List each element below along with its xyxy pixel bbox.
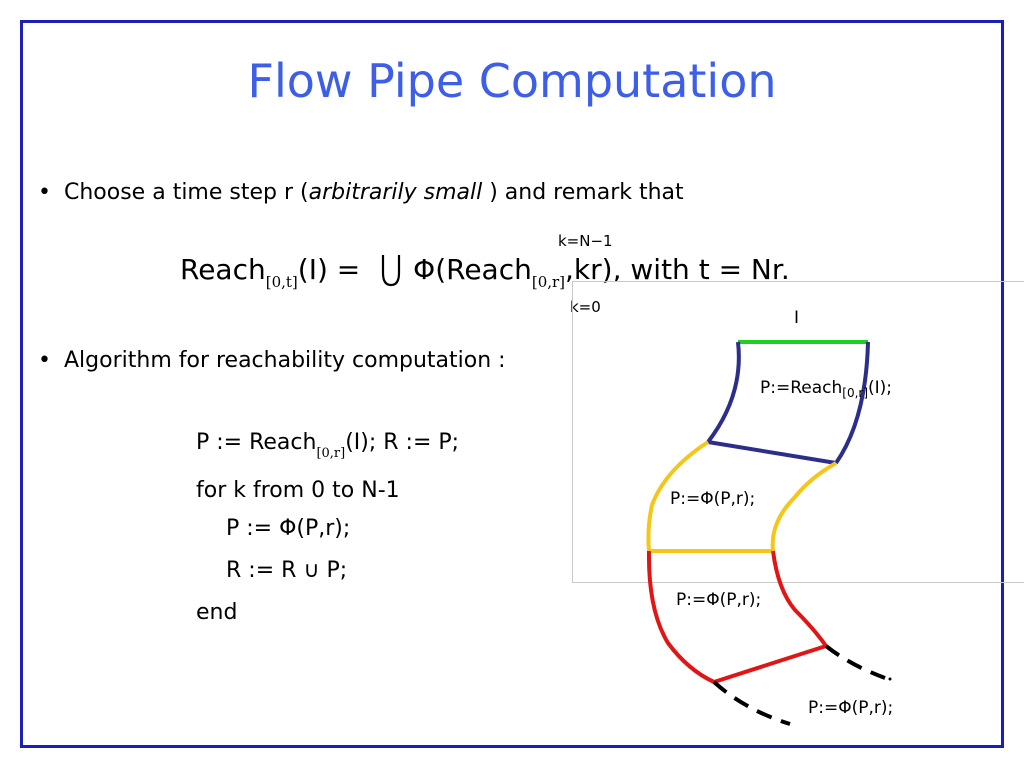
bullet-text-before: Choose a time step r ( xyxy=(64,180,309,205)
dashed-right-edge xyxy=(824,644,886,680)
blue-left-edge xyxy=(706,341,741,444)
yellow-left-edge xyxy=(646,440,710,552)
algo-line-init: P := Reach[0,r](I); R := P; xyxy=(196,430,460,461)
label-reach-sub: [0,r] xyxy=(842,386,869,400)
algo-line-union: R := R ∪ P; xyxy=(226,558,348,583)
blue-right-edge xyxy=(834,341,870,465)
algo-line-init-b: (I); R := P; xyxy=(345,430,460,455)
formula-lhs-name: Reach xyxy=(180,253,266,286)
label-reach-b: (I); xyxy=(868,378,893,398)
union-symbol-icon xyxy=(369,255,413,287)
formula-rhs-phi: Φ(Reach xyxy=(413,253,532,286)
label-initial-set: I xyxy=(794,308,800,328)
algo-line-phi: P := Φ(P,r); xyxy=(226,516,351,541)
reach-formula: k=N−1 Reach[0,t](I) = Φ(Reach[0,r],kr), … xyxy=(180,232,840,318)
bullet-text-after: ) and remark that xyxy=(482,180,684,205)
label-reach-a: P:=Reach xyxy=(760,378,843,398)
formula-lhs-sub: [0,t] xyxy=(265,273,298,291)
label-reach-step: P:=Reach[0,r](I); xyxy=(760,378,893,400)
red-right-edge xyxy=(771,550,828,648)
yellow-right-edge xyxy=(770,461,837,552)
label-phi-step-1: P:=Φ(P,r); xyxy=(670,489,756,509)
label-phi-step-3: P:=Φ(P,r); xyxy=(808,698,894,718)
dashed-left-edge xyxy=(712,680,791,726)
union-upper-limit: k=N−1 xyxy=(558,232,613,250)
algo-line-for: for k from 0 to N-1 xyxy=(196,478,400,503)
bullet-marker: • xyxy=(38,348,51,373)
red-left-edge xyxy=(646,550,715,684)
bullet-time-step: • Choose a time step r (arbitrarily small… xyxy=(38,182,684,204)
formula-main-line: Reach[0,t](I) = Φ(Reach[0,r],kr), with t… xyxy=(180,253,790,291)
blue-bottom-edge xyxy=(707,440,837,465)
red-bottom-edge xyxy=(713,644,827,684)
bullet-algorithm: • Algorithm for reachability computation … xyxy=(38,350,506,372)
page-title: Flow Pipe Computation xyxy=(247,54,777,108)
algo-line-init-a: P := Reach xyxy=(196,430,317,455)
diagram-frame xyxy=(572,281,1024,583)
bullet-text-italic: arbitrarily small xyxy=(308,180,483,205)
formula-rhs-tail: ,kr), with t = Nr. xyxy=(565,253,790,286)
algo-line-end: end xyxy=(196,600,238,625)
bullet-marker: • xyxy=(38,180,51,205)
union-lower-limit: k=0 xyxy=(570,298,601,316)
bullet-algorithm-text: Algorithm for reachability computation : xyxy=(64,348,506,373)
label-phi-step-2: P:=Φ(P,r); xyxy=(676,590,762,610)
dashed-end-dot xyxy=(888,677,892,681)
formula-lhs-arg: (I) = xyxy=(297,253,361,286)
algo-line-init-sub: [0,r] xyxy=(316,446,346,461)
slide-frame xyxy=(20,20,1004,748)
formula-rhs-sub: [0,r] xyxy=(531,273,566,291)
